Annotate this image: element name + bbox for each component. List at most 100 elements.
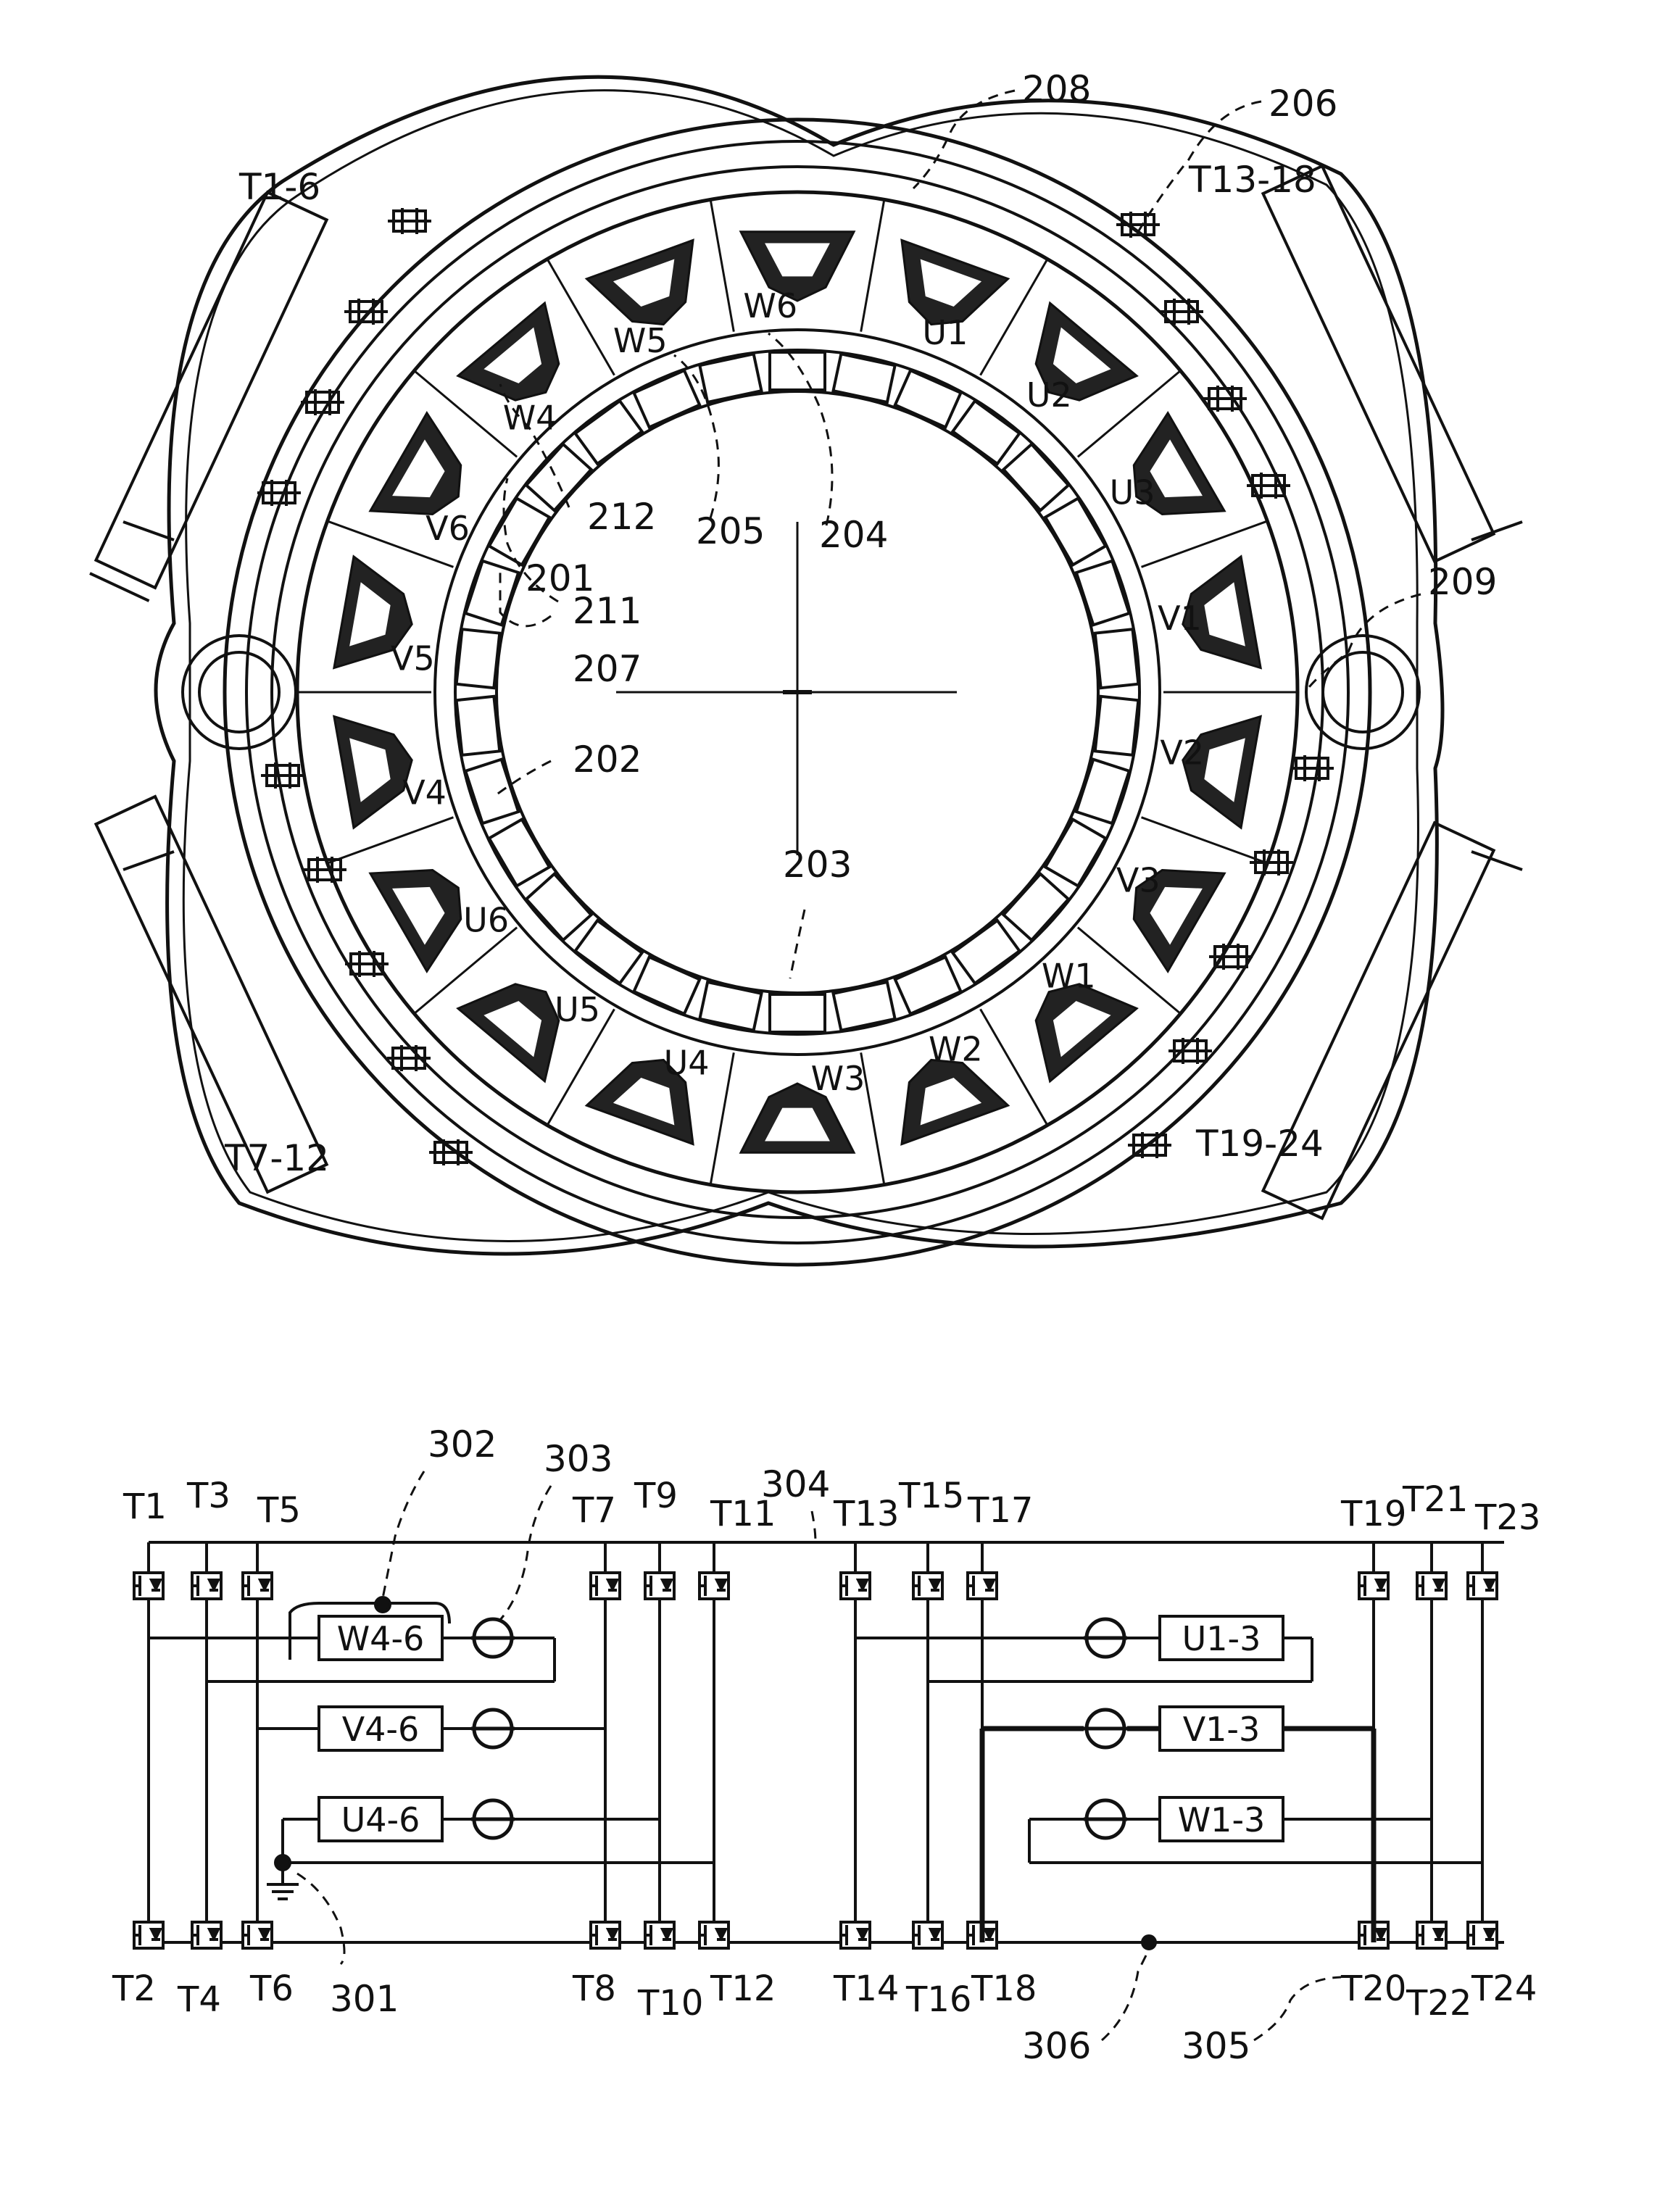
ref-203: 203 [783,844,852,886]
rotor-magnet [895,370,961,427]
transistor-label-t24: T24 [1471,1968,1537,2009]
coil-label-v1: V1 [1158,599,1202,638]
current-sensor [471,1800,515,1838]
coil-label-u3: U3 [1110,473,1155,512]
ref-302: 302 [428,1423,497,1465]
ref-303: 303 [544,1438,613,1480]
coil-label-u4: U4 [664,1044,710,1083]
rotor-magnet [770,994,825,1032]
switch-bottom [191,1922,221,1948]
rotor-magnet [1095,629,1139,688]
switch-top [1466,1573,1497,1599]
switch-bottom [839,1922,870,1948]
magnet-block [1003,874,1068,940]
switch-top [191,1573,221,1599]
rotor-magnet [526,874,591,940]
ref-207: 207 [573,648,642,690]
winding-label-u46: U4-6 [341,1800,420,1839]
magnet-block [1095,697,1139,755]
left-bolt-hole [199,652,279,732]
magnet-block [770,352,825,390]
winding-w46: W4-6 [319,1616,442,1660]
magnet-block [489,499,549,565]
transistor-label-t18: T18 [971,1968,1037,2009]
current-sensor [1084,1800,1127,1838]
transistor-label-t2: T2 [112,1968,156,2009]
coil-label-w2: W2 [929,1029,983,1068]
switch-bottom [133,1922,163,1948]
switch-bottom [1416,1922,1446,1948]
magnet-block [526,874,591,940]
terminal-stud-left-bottom [345,951,389,977]
switch-top [839,1573,870,1599]
ref-305: 305 [1182,2025,1250,2067]
magnet-block [895,957,961,1013]
terminal-stud-right-bottom [1168,1038,1212,1064]
magnet-block [1003,444,1068,510]
coil-label-u5: U5 [555,990,600,1029]
transistor-label-t6: T6 [249,1968,294,2009]
rotor-magnet [465,561,518,625]
winding-label-w13: W1-3 [1178,1800,1266,1839]
rotor-magnet [489,499,549,565]
transistor-label-t15: T15 [898,1476,964,1516]
terminal-stud-left-top [344,299,388,325]
transistor-label-t12: T12 [710,1968,776,2009]
terminal-stud-right-bottom [1250,849,1293,876]
terminal-stud-left-top [257,480,301,506]
magnet-block [634,370,700,427]
terminal-stud-right-bottom [1128,1132,1171,1158]
terminal-label-top-left: T1-6 [238,166,320,208]
switch-top [241,1573,272,1599]
rotor-magnet [576,920,642,984]
rotor-magnet [457,697,500,755]
switch-bottom [241,1922,272,1948]
terminal-stud-left-top [388,208,431,234]
rotor-magnet [465,760,518,823]
transistor-label-t10: T10 [637,1983,703,2024]
magnet-block [576,401,642,464]
switch-bottom [644,1922,674,1948]
winding-label-u13: U1-3 [1182,1619,1261,1658]
tooth-divider [1142,818,1266,863]
magnet-block [770,994,825,1032]
rotor-magnet [634,370,700,427]
switch-top [133,1573,163,1599]
transistor-label-t23: T23 [1474,1497,1540,1538]
transistor-label-t22: T22 [1406,1983,1471,2024]
rotor-magnet [1045,499,1105,565]
rotor-magnet [952,920,1019,984]
magnet-block [526,444,591,510]
transistor-label-t8: T8 [572,1968,616,2009]
terminal-stud-right-bottom [1209,944,1253,970]
switch-bottom [1466,1922,1497,1948]
switch-top [589,1573,620,1599]
magnet-block [465,561,518,625]
current-sensor [1084,1619,1127,1657]
terminal-label-bottom-right: T19-24 [1195,1123,1324,1165]
transistor-label-t1: T1 [123,1487,167,1527]
winding-v13: V1-3 [1160,1707,1283,1750]
tooth-divider [328,818,453,863]
terminal-stud-left-bottom [429,1139,473,1165]
rotor-magnet [1045,820,1105,886]
transistor-label-t4: T4 [177,1979,221,2020]
coil-label-w5: W5 [613,321,668,360]
terminal-stud-right-bottom [1290,755,1334,781]
transistor-label-t9: T9 [634,1476,678,1516]
transistor-label-t14: T14 [833,1968,899,2009]
transistor-label-t16: T16 [905,1979,971,2020]
rotor-magnet [489,820,549,886]
rotor-magnet [457,629,500,688]
terminal-stud-right-top [1116,212,1160,238]
rotor-magnet [1076,561,1129,625]
coil-label-v2: V2 [1160,733,1204,773]
current-sensor [471,1619,515,1657]
switch-top [912,1573,942,1599]
current-sensor [471,1710,515,1747]
magnet-block [952,920,1019,984]
switch-top [698,1573,728,1599]
coil-label-u1: U1 [922,313,968,352]
magnet-block [457,629,500,688]
terminal-stud-right-top [1203,386,1247,412]
